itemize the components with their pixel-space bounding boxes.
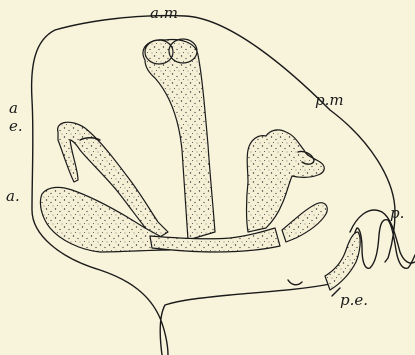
posterior-epithelium (325, 232, 360, 290)
label-p: p. (390, 204, 404, 222)
label-pe: p.e. (340, 291, 368, 309)
pe-pointer (332, 288, 340, 296)
label-ae-a: a (9, 99, 18, 117)
label-ae-e: e. (9, 117, 23, 135)
small-curve (288, 280, 302, 285)
right-finger (282, 203, 327, 242)
label-pm: p.m (315, 91, 344, 109)
label-am: a.m (150, 4, 178, 22)
anterior-medial-stalk (143, 40, 215, 240)
label-a: a. (6, 187, 20, 205)
